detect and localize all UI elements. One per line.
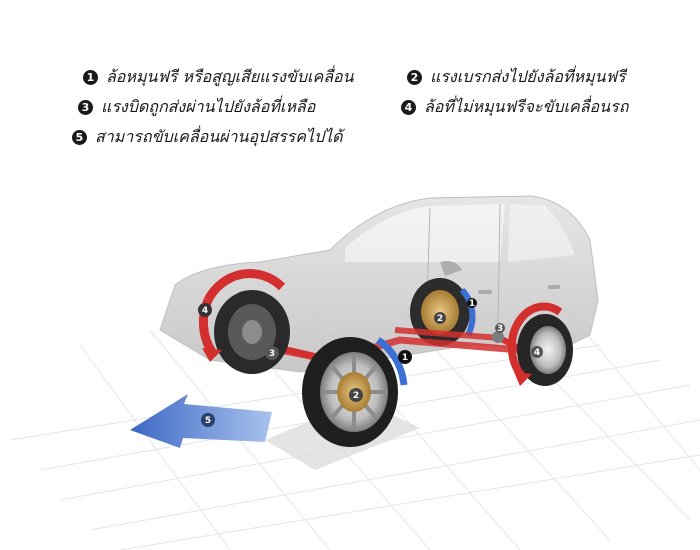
legend-text-5: สามารถขับเคลื่อนผ่านอุปสรรคไปได้: [95, 127, 343, 146]
drivetrain-illustration: 1 1 2 2 3 3 4 4 5: [9, 195, 700, 550]
slip-indicator: [459, 287, 476, 337]
svg-text:3: 3: [497, 324, 503, 334]
marker-4-rear: 4: [531, 346, 543, 358]
svg-text:1: 1: [402, 353, 408, 363]
drive-arrow-rear-right: [514, 372, 532, 386]
legend-number-1: 1: [83, 70, 98, 85]
legend-item-1: 1 ล้อหมุนฟรี หรือสูญเสียแรงขับเคลื่อน: [83, 65, 354, 90]
svg-text:2: 2: [353, 391, 359, 401]
legend-text-2: แรงเบรกส่งไปยังล้อที่หมุนฟรี: [430, 67, 626, 86]
legend-item-3: 3 แรงบิดถูกส่งผ่านไปยังล้อที่เหลือ: [78, 95, 315, 120]
legend-item-2: 2 แรงเบรกส่งไปยังล้อที่หมุนฟรี: [407, 65, 626, 90]
svg-text:4: 4: [202, 306, 208, 316]
marker-1-rear: 1: [467, 298, 477, 309]
legend-text-4: ล้อที่ไม่หมุนฟรีจะขับเคลื่อนรถ: [424, 97, 629, 116]
marker-1: 1: [398, 350, 412, 364]
svg-text:1: 1: [469, 299, 475, 309]
legend-item-4: 4 ล้อที่ไม่หมุนฟรีจะขับเคลื่อนรถ: [401, 95, 628, 120]
marker-3-rear: 3: [495, 323, 505, 334]
legend-item-5: 5 สามารถขับเคลื่อนผ่านอุปสรรคไปได้: [72, 125, 343, 150]
legend: 1 ล้อหมุนฟรี หรือสูญเสียแรงขับเคลื่อน 2 …: [0, 0, 700, 160]
legend-text-3: แรงบิดถูกส่งผ่านไปยังล้อที่เหลือ: [101, 97, 316, 116]
svg-text:5: 5: [205, 416, 211, 426]
marker-5: 5: [201, 413, 215, 427]
rear-right-wheel: [507, 302, 573, 386]
legend-number-4: 4: [401, 100, 416, 115]
svg-text:4: 4: [534, 348, 540, 358]
legend-number-5: 5: [72, 130, 87, 145]
legend-number-3: 3: [78, 100, 93, 115]
marker-2: 2: [349, 388, 363, 402]
marker-2-rear: 2: [434, 312, 446, 324]
drive-arrow-front-left: [202, 348, 222, 362]
marker-4: 4: [198, 303, 212, 317]
svg-text:3: 3: [269, 349, 275, 359]
legend-number-2: 2: [407, 70, 422, 85]
slip-indicator: [375, 337, 408, 386]
direction-arrow: [130, 394, 272, 448]
marker-3: 3: [265, 346, 279, 360]
svg-text:2: 2: [437, 314, 443, 324]
legend-text-1: ล้อหมุนฟรี หรือสูญเสียแรงขับเคลื่อน: [106, 67, 354, 86]
